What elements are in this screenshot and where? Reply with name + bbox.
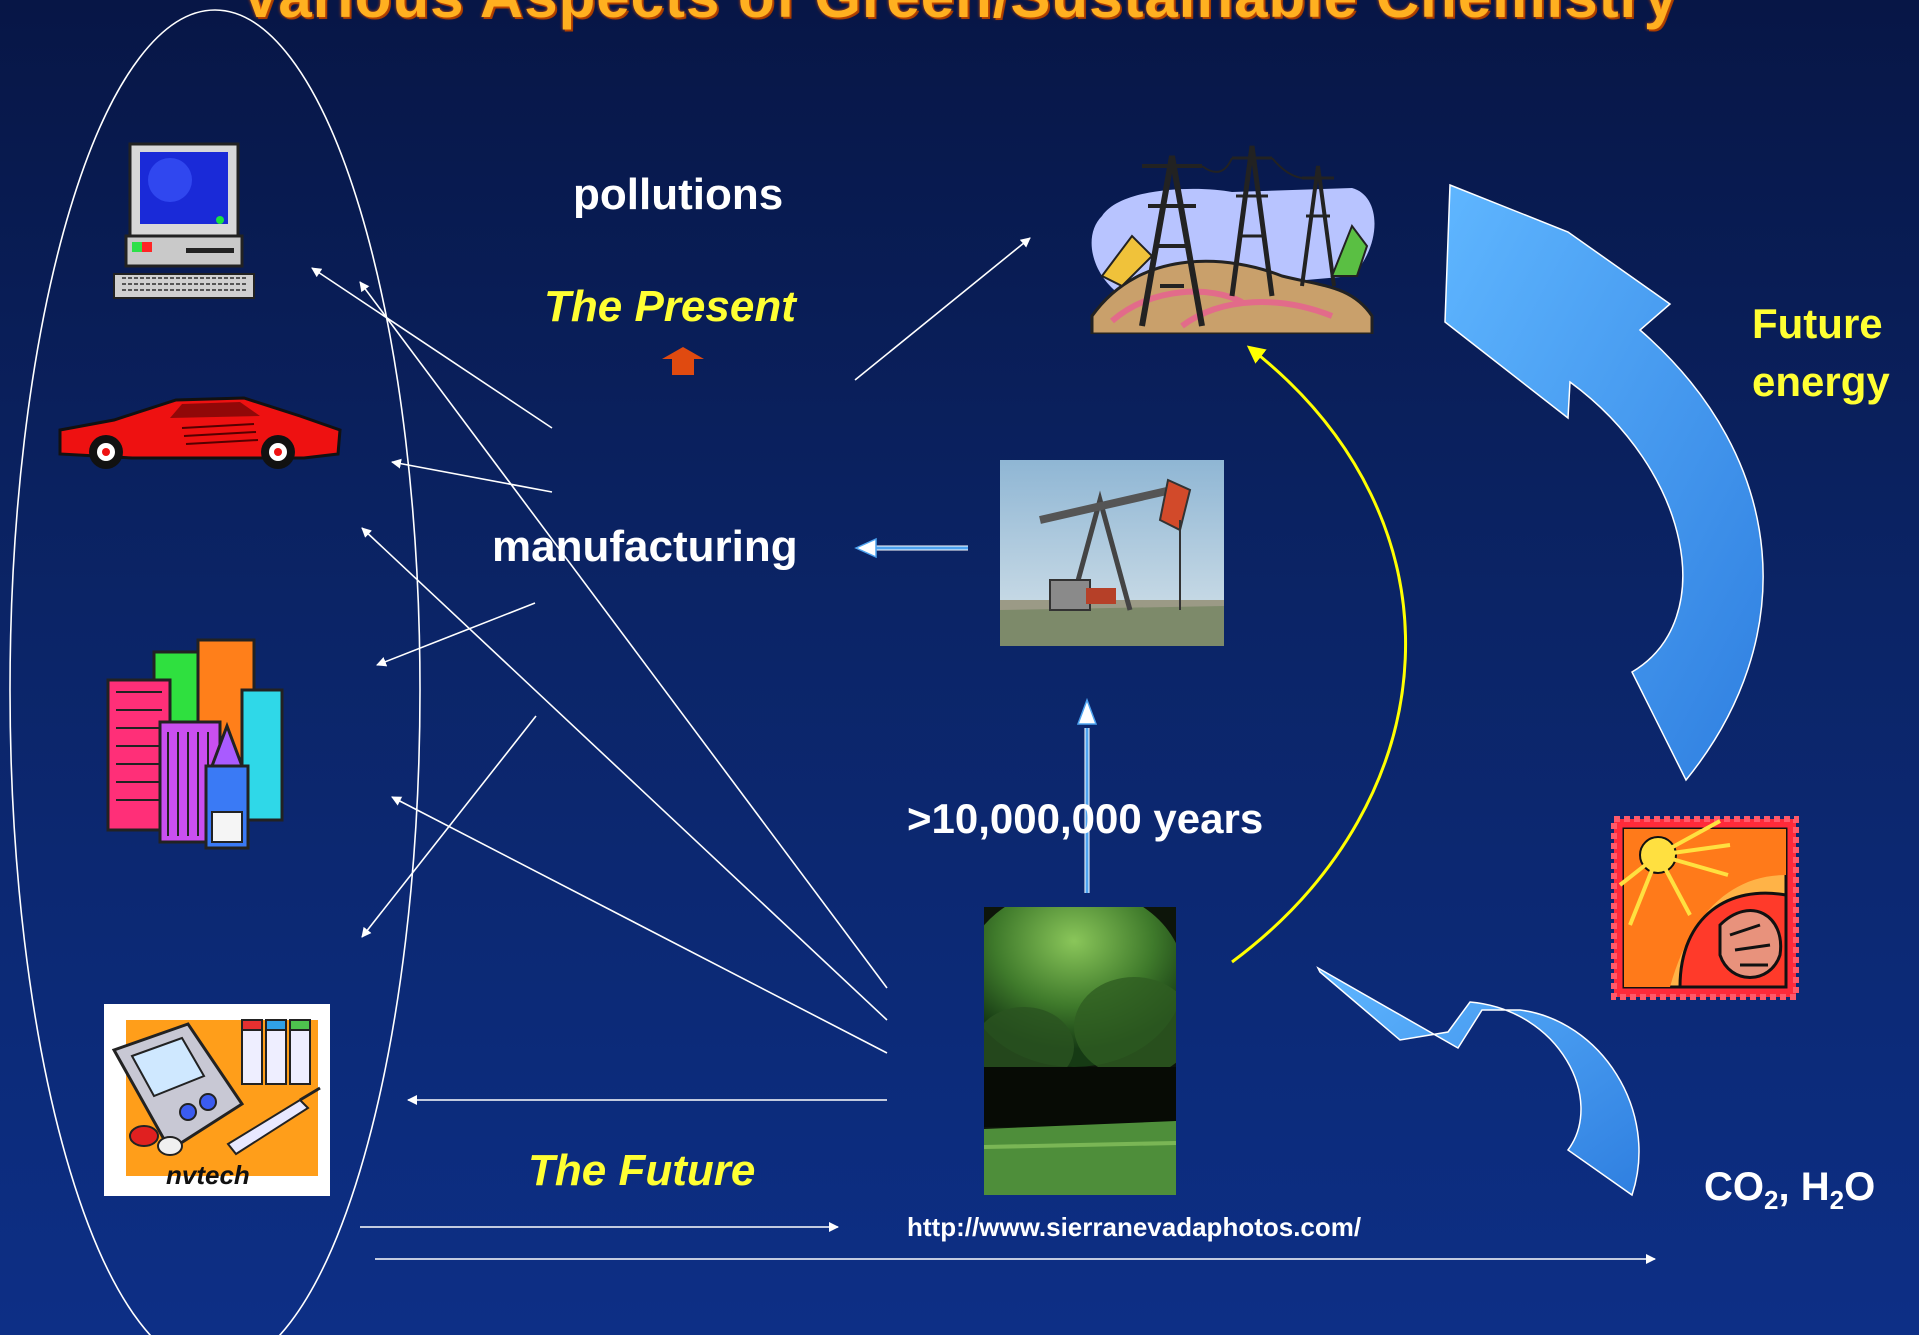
city-buildings-icon (106, 638, 284, 850)
oil-pump-photo (1000, 460, 1224, 646)
h2o-subscript: 2 (1829, 1185, 1845, 1215)
h2o-text: , H (1778, 1165, 1830, 1209)
arrow-to-power (854, 237, 1031, 381)
arrow-to-car (391, 458, 553, 493)
arrow-forest-to-buildings (391, 796, 888, 1054)
arrow-to-buildings (376, 602, 536, 667)
slide-title: Various Aspects of Green/Sustainable Che… (0, 0, 1919, 31)
forest-photo (984, 907, 1176, 1195)
computer-icon (113, 142, 255, 299)
co2-text: CO (1704, 1165, 1764, 1209)
co2-cycle-arrow (1316, 966, 1640, 1197)
manufacturing-label: manufacturing (492, 522, 798, 571)
source-url: http://www.sierranevadaphotos.com/ (907, 1212, 1362, 1242)
nvtech-logo-text: nvtech (166, 1160, 250, 1190)
present-label: The Present (544, 282, 796, 331)
growth-arrow (1231, 345, 1408, 964)
years-label: >10,000,000 years (907, 795, 1264, 842)
medical-devices-icon: nvtech (104, 1004, 330, 1196)
sports-car-icon (58, 396, 342, 469)
power-towers-icon (1090, 145, 1375, 334)
future-energy-arrow (1444, 183, 1764, 782)
arrow-forest-to-oil (1076, 697, 1098, 893)
small-up-arrow-icon (662, 347, 704, 375)
co2-h2o-label: CO2, H2O (1704, 1165, 1875, 1216)
co2-subscript: 2 (1764, 1185, 1779, 1215)
arrow-to-computer-a (311, 267, 553, 429)
sun-and-person-icon (1611, 816, 1799, 1000)
arrow-forest-to-computer (359, 281, 888, 989)
future-label: The Future (528, 1146, 756, 1195)
products-ellipse (9, 9, 421, 1335)
arrow-forest-to-car (361, 527, 888, 1021)
arrow-oil-to-manufacturing (854, 537, 968, 559)
h2o-suffix: O (1844, 1165, 1876, 1209)
future-energy-label-line1: Future (1752, 300, 1883, 347)
future-energy-label-line2: energy (1752, 358, 1890, 405)
pollutions-label: pollutions (573, 170, 784, 219)
